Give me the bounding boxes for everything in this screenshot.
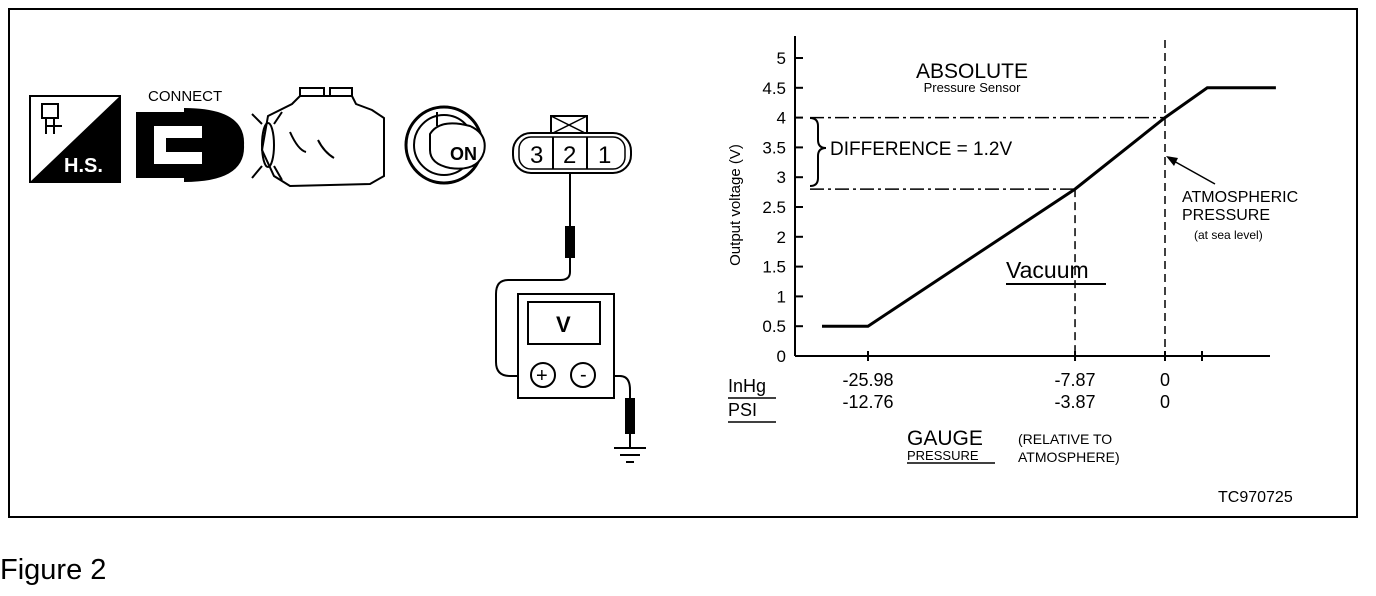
x-tick-psi: -3.87 <box>1055 392 1096 412</box>
connect-icon: CONNECT <box>136 88 245 182</box>
y-tick-label: 1 <box>777 287 786 306</box>
y-tick-label: 3.5 <box>762 138 786 157</box>
y-tick-label: 5 <box>777 49 786 68</box>
chart-subtitle: Pressure Sensor <box>924 80 1021 95</box>
y-tick-label: 4.5 <box>762 79 786 98</box>
atmospheric-label-2: PRESSURE <box>1182 207 1270 224</box>
gauge-pressure-label: PRESSURE <box>907 448 979 463</box>
x-tick-psi: 0 <box>1160 392 1170 412</box>
connector-pin-3: 3 <box>530 142 543 169</box>
figure-caption: Figure 2 <box>0 554 107 586</box>
relative-label-2: ATMOSPHERE) <box>1018 449 1120 465</box>
y-tick-label: 2 <box>777 228 786 247</box>
meter-minus-terminal <box>570 362 596 388</box>
ignition-on-label: ON <box>450 144 477 164</box>
hot-start-icon: H.S. <box>29 95 121 183</box>
x-tick-psi: -12.76 <box>842 392 893 412</box>
atmospheric-label-1: ATMOSPHERIC <box>1182 189 1298 206</box>
y-axis-label: Output voltage (V) <box>727 144 744 266</box>
connector-pin-2: 2 <box>563 142 576 169</box>
connector-pin-1: 1 <box>598 142 611 169</box>
figure-frame <box>8 8 1358 518</box>
connect-label: CONNECT <box>148 88 222 105</box>
y-tick-label: 4 <box>777 109 786 128</box>
y-tick-label: 0 <box>777 347 786 366</box>
vacuum-label: Vacuum <box>1006 257 1089 283</box>
y-tick-label: 3 <box>777 168 786 187</box>
difference-label: DIFFERENCE = 1.2V <box>830 139 1012 160</box>
atmospheric-arrow <box>1171 159 1216 185</box>
engine-icon <box>251 87 385 188</box>
ignition-on-icon: ON <box>404 105 486 185</box>
y-tick-label: 1.5 <box>762 258 786 277</box>
voltmeter-wiring <box>495 172 646 463</box>
difference-bracket <box>809 117 827 187</box>
chart-title: ABSOLUTE <box>916 60 1028 83</box>
voltmeter: V + - <box>517 293 615 399</box>
meter-v-label: V <box>556 312 571 337</box>
atmospheric-label-3: (at sea level) <box>1194 228 1263 242</box>
x-tick-inhg: -7.87 <box>1055 370 1096 390</box>
x-tick-inhg: -25.98 <box>842 370 893 390</box>
y-tick-label: 2.5 <box>762 198 786 217</box>
inhg-row-label: InHg <box>728 376 766 396</box>
y-tick-label: 0.5 <box>762 317 786 336</box>
relative-label-1: (RELATIVE TO <box>1018 431 1112 447</box>
output-voltage-chart: 0 0.5 1 1.5 2 2.5 3 3.5 4 4.5 5 -25.98-12.76 -7.87-… <box>727 36 1298 465</box>
psi-row-label: PSI <box>728 400 757 420</box>
x-tick-inhg: 0 <box>1160 370 1170 390</box>
meter-plus-terminal <box>530 362 556 388</box>
figure-code: TC970725 <box>1218 489 1293 506</box>
sensor-connector: 3 2 1 <box>512 115 632 174</box>
gauge-label: GAUGE <box>907 427 983 450</box>
meter-minus-label: - <box>580 364 587 386</box>
hs-label: H.S. <box>64 155 103 177</box>
meter-plus-label: + <box>536 365 548 387</box>
sensor-output-line <box>822 86 1276 328</box>
